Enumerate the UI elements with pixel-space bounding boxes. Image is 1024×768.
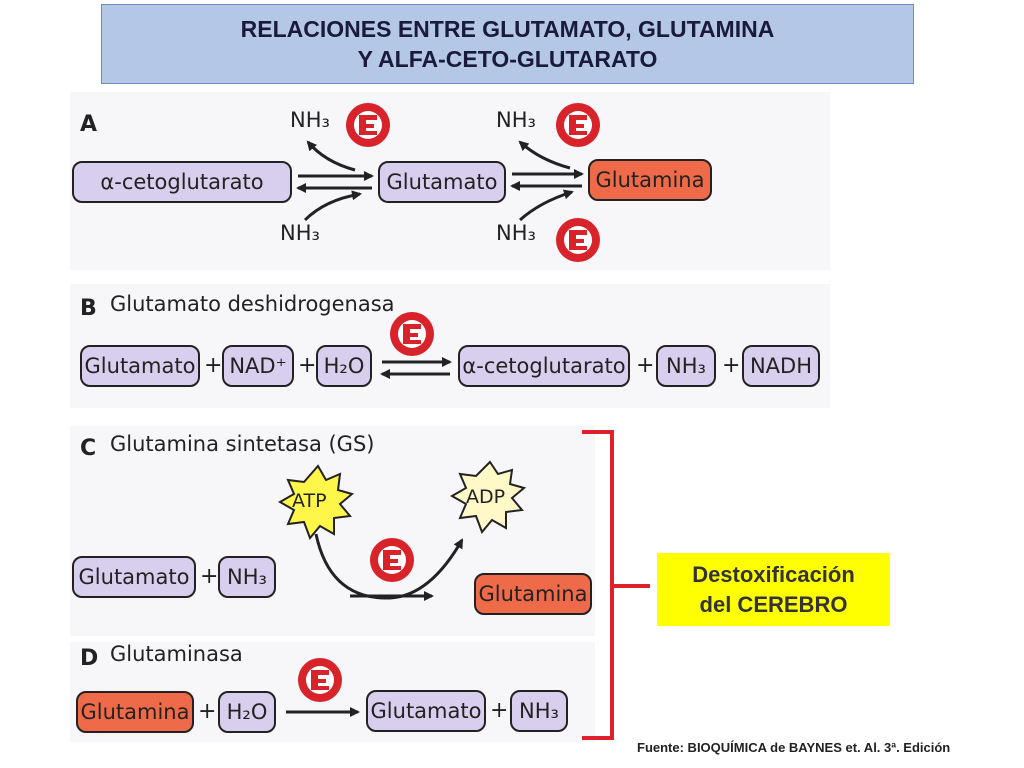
section-b-label: Glutamato deshidrogenasa [110,292,395,316]
nh3-label-a1: NH₃ [290,108,330,132]
enzyme-icon-c [370,538,414,582]
detox-line-2: del CEREBRO [699,591,848,617]
enzyme-icon-a3 [556,218,600,262]
box-b-glutamato: Glutamato [80,345,200,387]
section-c-letter: C [80,436,97,461]
detox-line-1: Destoxificación [692,561,855,587]
nh3-label-a3: NH₃ [496,108,536,132]
title-line-1: RELACIONES ENTRE GLUTAMATO, GLUTAMINA [240,16,775,42]
detox-bracket [582,430,650,740]
curved-arrow-a2-bottom [518,189,574,222]
box-b-nadh: NADH [742,345,820,387]
box-c-glutamato: Glutamato [72,556,196,598]
enzyme-icon-a1 [346,103,390,147]
plus-b4: + [722,353,741,378]
box-b-nad: NAD⁺ [222,345,294,387]
box-alpha-cetoglutarato: α-cetoglutarato [72,161,292,203]
plus-b1: + [204,353,223,378]
equilibrium-arrows-a1 [296,171,374,193]
enzyme-icon-b [390,312,434,356]
adp-star [449,460,527,534]
curved-arrow-c [314,533,464,600]
box-d-glutamina: Glutamina [76,691,194,733]
box-d-glutamato: Glutamato [366,690,486,732]
atp-star [277,464,355,540]
plus-b2: + [298,353,317,378]
detox-box: Destoxificación del CEREBRO [657,553,890,626]
atp-label: ATP [292,490,327,512]
box-b-alpha-cetoglutarato: α-cetoglutarato [458,345,630,387]
box-c-glutamina: Glutamina [474,573,592,615]
box-d-nh3: NH₃ [510,690,568,732]
nh3-label-a4: NH₃ [496,221,536,245]
curved-arrow-a2-top [518,140,571,170]
plus-d1: + [198,699,217,724]
box-glutamato: Glutamato [378,161,506,203]
section-c-label: Glutamina sintetasa (GS) [110,432,375,456]
box-glutamina: Glutamina [588,159,712,201]
section-d-label: Glutaminasa [110,642,243,666]
source-citation: Fuente: BIOQUÍMICA de BAYNES et. Al. 3ª.… [637,740,951,755]
adp-label: ADP [466,486,506,508]
equilibrium-arrows-a2 [510,169,584,191]
enzyme-icon-d [298,658,342,702]
curved-arrow-a1-bottom [303,190,362,222]
enzyme-icon-a2 [556,103,600,147]
title-box: RELACIONES ENTRE GLUTAMATO, GLUTAMINA Y … [101,4,914,84]
section-b-letter: B [80,296,97,321]
section-d-letter: D [80,646,99,671]
plus-d2: + [490,698,509,723]
curved-arrow-a1-top [306,140,356,172]
box-c-nh3: NH₃ [218,556,276,598]
box-b-nh3: NH₃ [656,345,716,387]
plus-c1: + [200,564,219,589]
equilibrium-arrows-b [380,357,452,379]
nh3-label-a2: NH₃ [280,221,320,245]
box-b-h2o: H₂O [316,345,372,387]
section-a-letter: A [80,112,98,137]
plus-b3: + [636,353,655,378]
title-line-2: Y ALFA-CETO-GLUTARATO [357,46,658,72]
box-d-h2o: H₂O [218,691,276,733]
